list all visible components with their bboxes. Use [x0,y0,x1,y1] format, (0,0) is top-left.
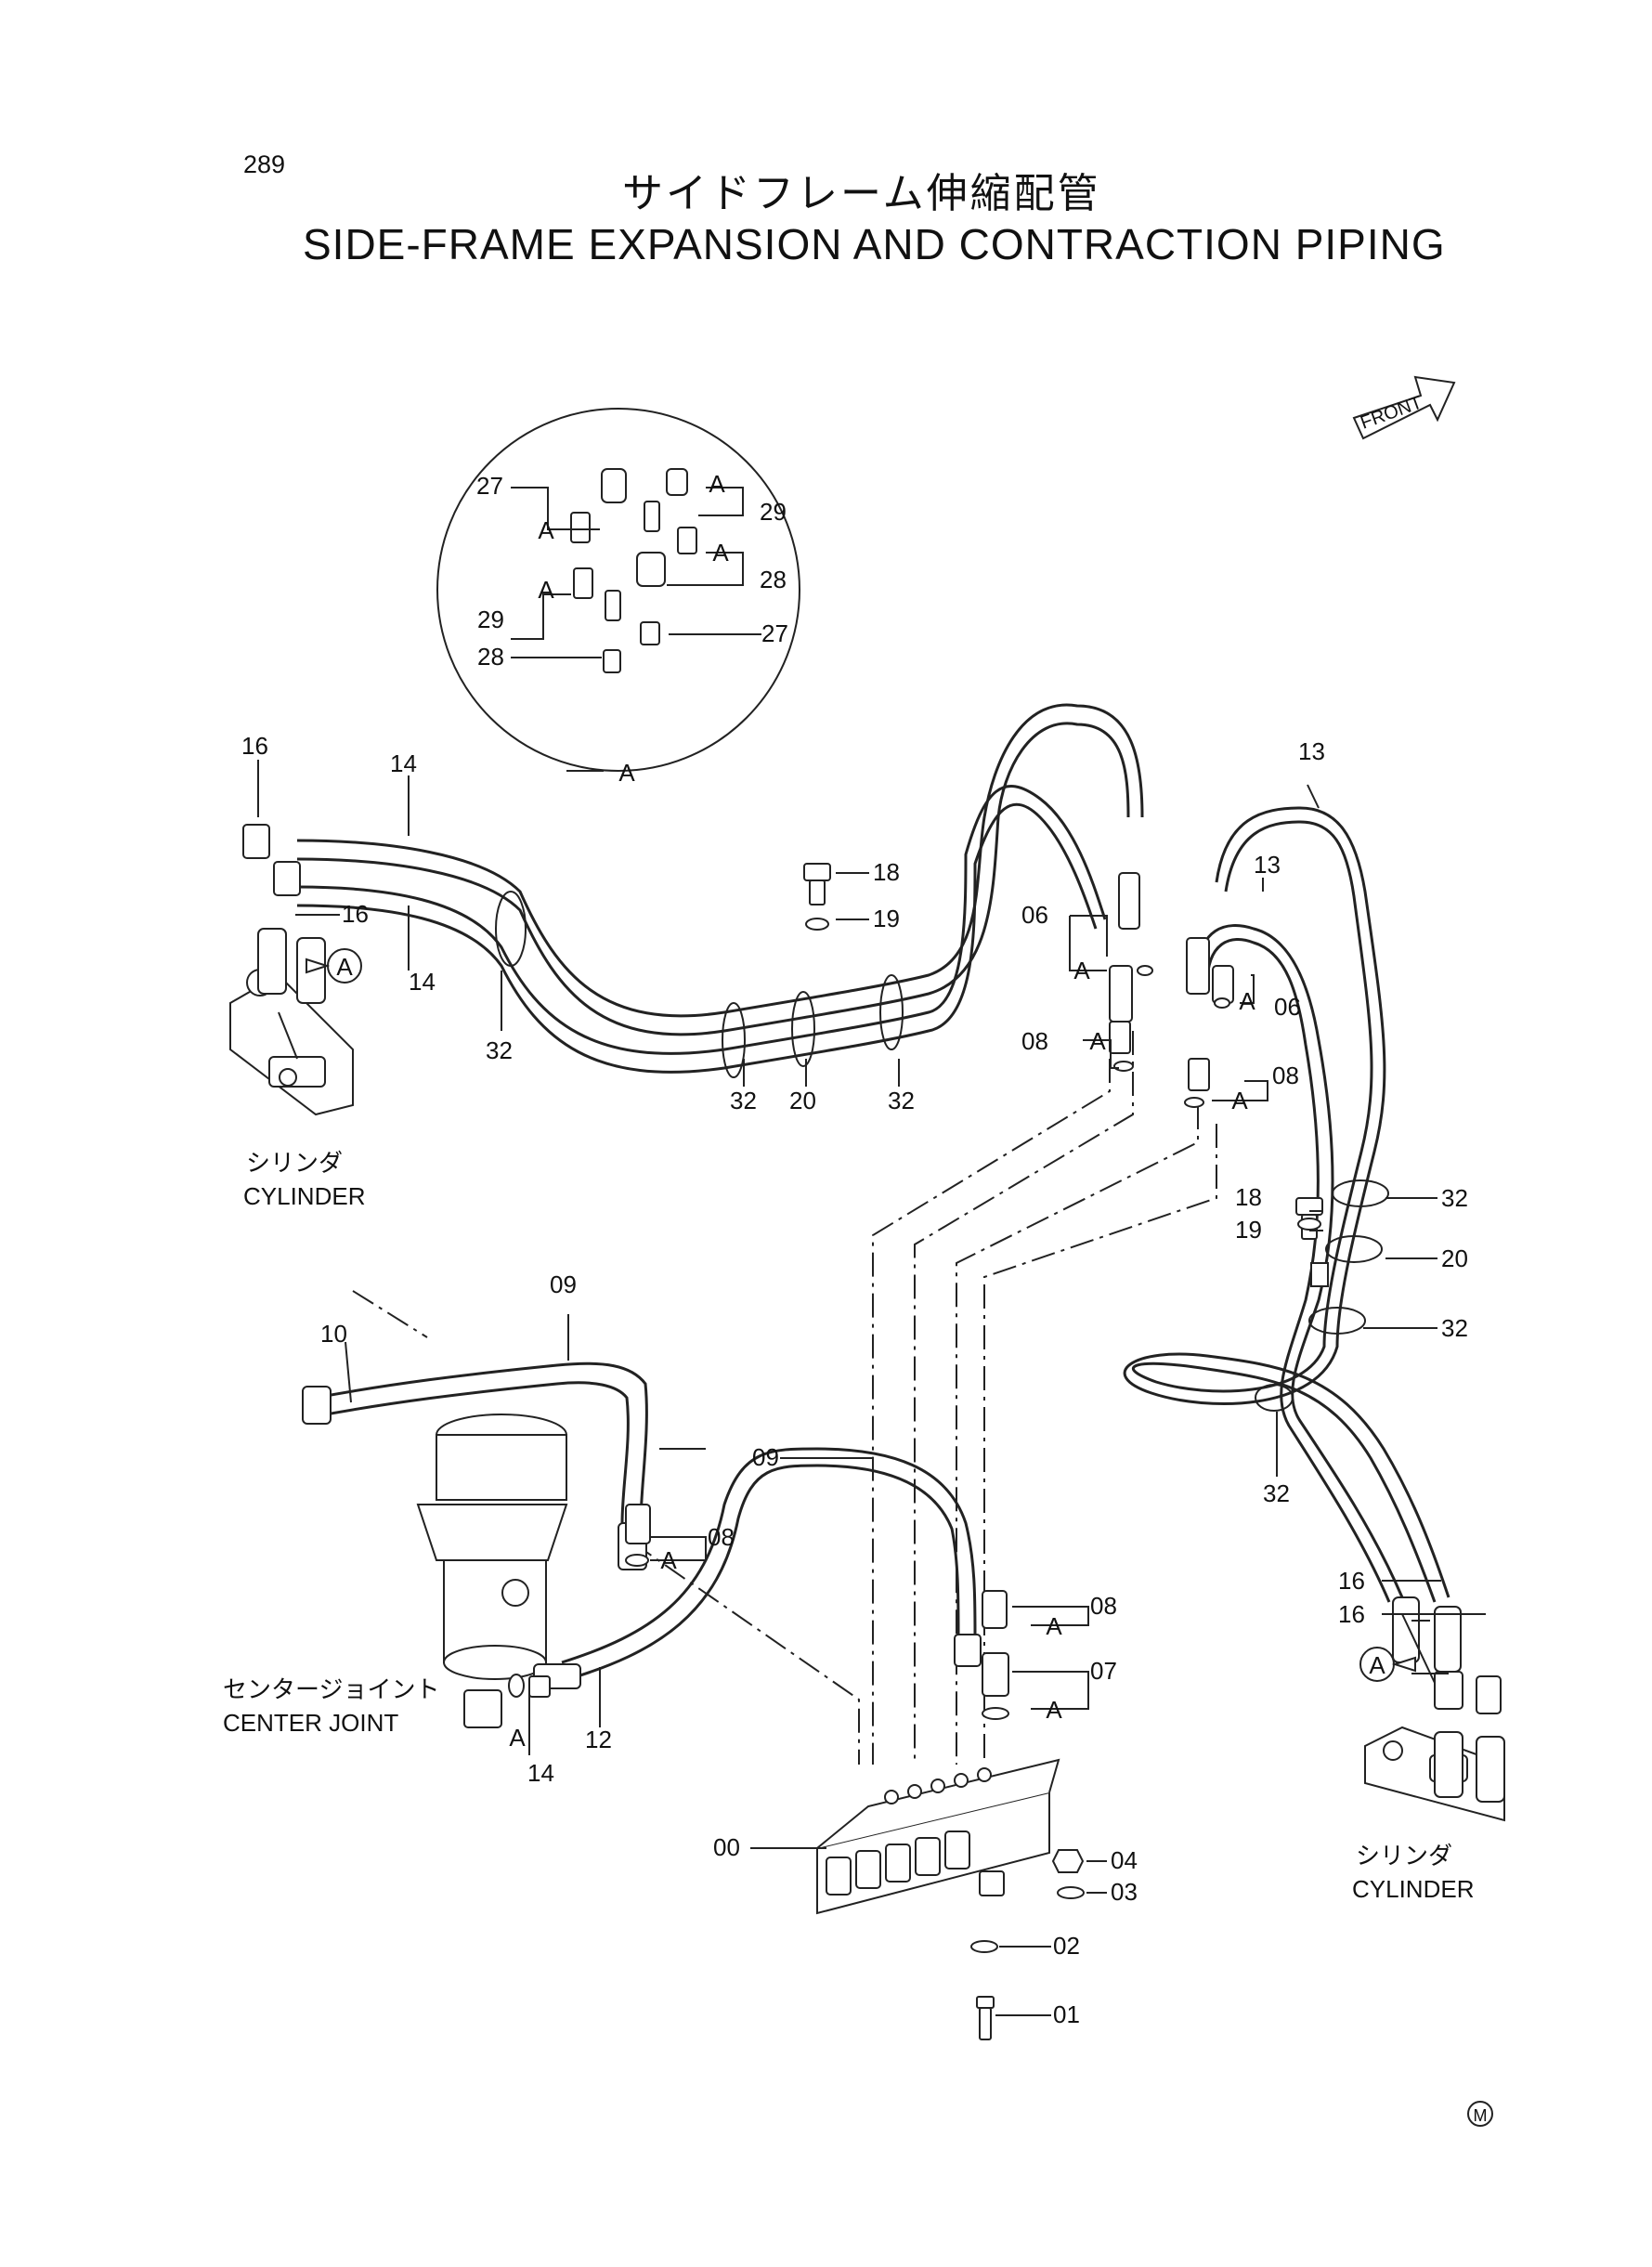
right-side-hoses [1123,806,1505,1803]
left-side-hoses [242,703,1144,1078]
front-arrow-icon: FRONT [1352,375,1456,440]
svg-text:29: 29 [477,606,504,633]
svg-text:A: A [660,1546,677,1574]
svg-text:A: A [618,759,635,787]
svg-text:27: 27 [476,472,503,500]
svg-text:18: 18 [1235,1183,1262,1211]
center-joint [416,1414,568,1728]
svg-text:16: 16 [1338,1600,1365,1628]
svg-text:A: A [709,470,725,498]
detail-view-a [436,408,800,772]
svg-text:29: 29 [760,498,787,526]
svg-text:A: A [1046,1612,1062,1640]
circled-a-right: A [1359,1647,1416,1682]
title-japanese: サイドフレーム伸縮配管 [622,171,1101,216]
svg-text:16: 16 [342,900,369,928]
svg-text:A: A [336,953,353,981]
front-label: FRONT [1358,392,1424,433]
svg-text:09: 09 [550,1270,577,1298]
page-number: 289 [243,150,286,178]
svg-text:A: A [509,1724,526,1752]
svg-text:32: 32 [730,1087,757,1114]
center-fittings [508,1504,1009,1720]
svg-text:A: A [1089,1027,1106,1055]
cylinder-label-jp-right: シリンダ [1356,1842,1453,1870]
svg-text:14: 14 [527,1759,554,1787]
circled-a-left: A [306,948,362,984]
svg-text:A: A [1073,957,1090,984]
part-number-labels: 27 29 28 29 27 28 16 14 16 14 32 32 20 3… [241,472,1468,2028]
svg-text:28: 28 [477,643,504,671]
svg-text:14: 14 [390,749,417,777]
svg-text:20: 20 [1441,1244,1468,1272]
svg-text:A: A [1046,1696,1062,1724]
center-joint-label-en: CENTER JOINT [223,1709,399,1737]
svg-text:06: 06 [1021,901,1048,929]
svg-text:04: 04 [1111,1846,1138,1874]
svg-text:A: A [1369,1651,1385,1679]
cylinder-left [229,969,354,1116]
svg-text:00: 00 [713,1833,740,1861]
svg-text:A: A [538,516,554,544]
svg-text:01: 01 [1053,2000,1080,2028]
svg-text:08: 08 [1090,1592,1117,1620]
svg-text:10: 10 [320,1320,347,1348]
routing-lines [352,1031,1217,1765]
svg-text:28: 28 [760,566,787,593]
svg-text:06: 06 [1274,993,1301,1021]
svg-text:08: 08 [1021,1027,1048,1055]
svg-text:20: 20 [789,1087,816,1114]
svg-text:13: 13 [1254,851,1281,879]
svg-text:32: 32 [1263,1479,1290,1507]
svg-text:19: 19 [873,905,900,932]
svg-text:16: 16 [241,732,268,760]
svg-text:A: A [538,576,554,604]
svg-text:08: 08 [708,1523,735,1551]
svg-text:A: A [1231,1087,1248,1114]
a-markers: A A A A A A A A A A A A A [509,470,1255,1752]
svg-text:02: 02 [1053,1932,1080,1960]
svg-text:03: 03 [1111,1878,1138,1906]
svg-text:07: 07 [1090,1657,1117,1685]
center-joint-label-jp: センタージョイント [223,1675,440,1703]
svg-text:32: 32 [1441,1314,1468,1342]
copyright-mark: M [1467,2101,1493,2127]
svg-text:32: 32 [486,1036,513,1064]
upper-fittings [1109,872,1234,1108]
svg-text:27: 27 [761,619,788,647]
svg-text:A: A [712,539,729,567]
hose-09-12-center [533,1447,982,1689]
leader-lines [257,760,1486,2016]
mount-hardware [970,1849,1085,2040]
title-english: SIDE-FRAME EXPANSION AND CONTRACTION PIP… [303,220,1446,268]
control-valve-block [816,1758,1060,1915]
svg-text:08: 08 [1272,1062,1299,1089]
svg-text:18: 18 [873,858,900,886]
cylinder-label-jp-left: シリンダ [246,1149,344,1177]
svg-text:13: 13 [1298,737,1325,765]
svg-text:M: M [1474,2106,1488,2125]
svg-text:32: 32 [888,1087,915,1114]
svg-text:32: 32 [1441,1184,1468,1212]
svg-text:16: 16 [1338,1567,1365,1595]
svg-text:12: 12 [585,1726,612,1753]
svg-text:A: A [1239,987,1255,1015]
svg-text:19: 19 [1235,1216,1262,1244]
svg-text:09: 09 [752,1443,779,1471]
svg-text:14: 14 [409,968,436,996]
cylinder-label-en-right: CYLINDER [1352,1875,1475,1903]
cylinder-label-en-left: CYLINDER [243,1182,366,1210]
